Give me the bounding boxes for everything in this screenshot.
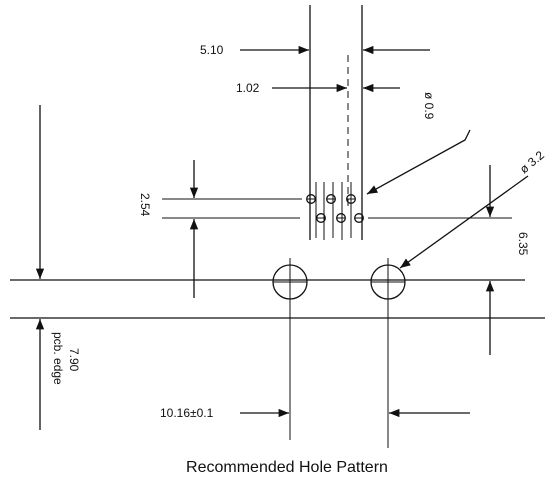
dim-label-1-02: 1.02 xyxy=(236,81,260,95)
dim-label-mount-hole-diameter: ø 3.2 xyxy=(517,148,547,177)
pin-hole xyxy=(316,213,326,223)
dim-label-5-10: 5.10 xyxy=(200,43,224,57)
connector-pin-area xyxy=(309,5,363,240)
pin-hole xyxy=(326,194,336,204)
pin-hole xyxy=(346,194,356,204)
dim-pcb-edge: pcb. edge 7.90 xyxy=(35,105,81,430)
dim-row-to-mount-hole: 6.35 xyxy=(368,165,530,355)
mount-hole-right xyxy=(370,258,406,448)
leader-pin-hole xyxy=(366,129,471,195)
pin-hole xyxy=(336,213,346,223)
dim-label-7-90: 7.90 xyxy=(67,348,81,372)
dim-pin-spacing-narrow: 1.02 xyxy=(236,81,400,95)
dim-label-6-35: 6.35 xyxy=(516,232,530,256)
dim-label-pin-hole-diameter: ø 0.9 xyxy=(422,92,436,120)
mount-hole-left xyxy=(272,258,308,440)
dim-pin-hole-diameter: ø 0.9 xyxy=(366,92,471,195)
pin-hole xyxy=(306,194,316,204)
pin-holes xyxy=(306,194,364,223)
dim-pin-spacing-wide: 5.10 xyxy=(200,43,430,57)
dim-label-10-16: 10.16±0.1 xyxy=(160,406,214,420)
dim-label-pcb-edge: pcb. edge xyxy=(51,332,65,385)
caption: Recommended Hole Pattern xyxy=(186,459,388,476)
pin-hole xyxy=(354,213,364,223)
board-outline xyxy=(10,279,545,319)
dim-mount-hole-spacing: 10.16±0.1 xyxy=(160,406,470,420)
dim-label-2-54: 2.54 xyxy=(138,193,152,217)
leader-mount-hole xyxy=(399,175,529,269)
dim-row-pitch: 2.54 xyxy=(138,160,302,298)
